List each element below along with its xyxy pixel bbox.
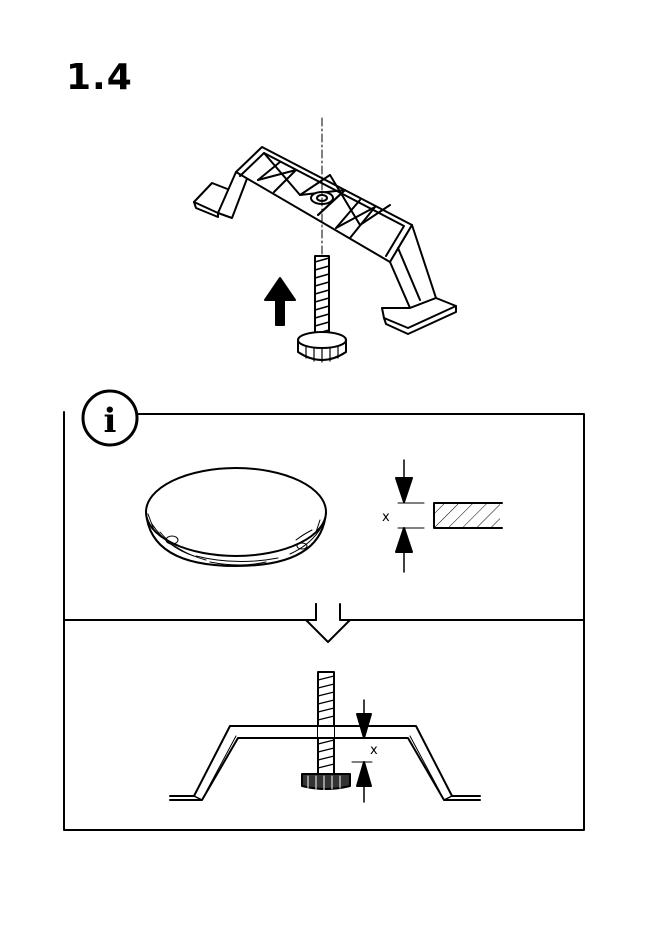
dimension-label-x: x	[382, 510, 390, 525]
info-icon: i	[83, 391, 137, 445]
dimension-label-x-bottom: x	[370, 743, 378, 758]
floor-board-illustration	[146, 468, 326, 566]
up-arrow-icon	[265, 278, 295, 325]
screw-side-view	[302, 672, 350, 790]
leveling-screw	[298, 256, 346, 362]
info-glyph: i	[104, 401, 117, 441]
down-arrow-icon	[306, 604, 350, 642]
thickness-diagram	[396, 460, 502, 572]
